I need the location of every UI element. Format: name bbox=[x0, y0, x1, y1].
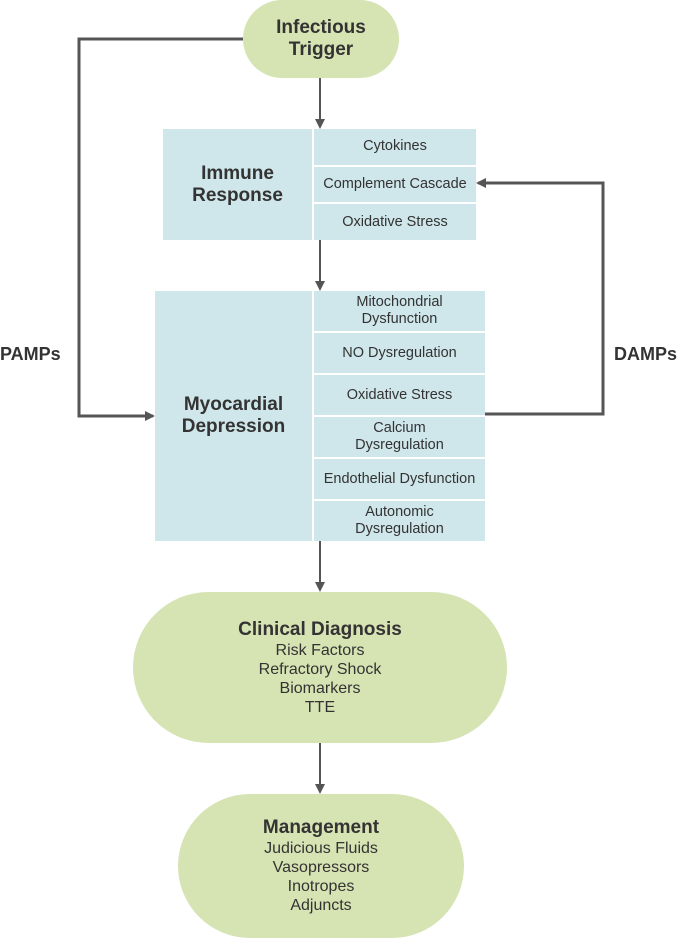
immune-response-box: Immune Response Cytokines Complement Cas… bbox=[163, 129, 476, 240]
immune-item-oxidative: Oxidative Stress bbox=[342, 213, 448, 230]
immune-item-complement: Complement Cascade bbox=[314, 167, 476, 205]
immune-response-title: Immune Response bbox=[192, 162, 283, 206]
pamps-label: PAMPs bbox=[0, 344, 61, 364]
myocardial-depression-list: Mitochondrial Dysfunction NO Dysregulati… bbox=[312, 291, 485, 541]
management-item-adjuncts: Adjuncts bbox=[290, 897, 352, 914]
management-item-inotropes: Inotropes bbox=[287, 878, 355, 895]
myocardial-item-no: NO Dysregulation bbox=[314, 333, 485, 375]
immune-item-cytokines: Cytokines bbox=[314, 129, 476, 167]
arrow-pamps bbox=[77, 37, 243, 421]
arrow-damps bbox=[476, 178, 605, 416]
diagnosis-item-risk-factors: Risk Factors bbox=[275, 641, 365, 659]
management-item-vasopressors: Vasopressors bbox=[272, 859, 370, 876]
diagnosis-item-refractory-shock: Refractory Shock bbox=[258, 660, 382, 678]
infectious-trigger-node: Infectious Trigger bbox=[243, 0, 399, 78]
myocardial-depression-box: Myocardial Depression Mitochondrial Dysf… bbox=[155, 291, 485, 541]
management-node: Management Judicious Fluids Vasopressors… bbox=[178, 794, 464, 938]
myocardial-item-endothelial: Endothelial Dysfunction bbox=[314, 459, 485, 501]
clinical-diagnosis-title: Clinical Diagnosis bbox=[238, 618, 402, 640]
damps-label: DAMPs bbox=[614, 344, 678, 364]
immune-response-list: Cytokines Complement Cascade Oxidative S… bbox=[312, 129, 476, 240]
diagnosis-item-tte: TTE bbox=[304, 698, 336, 716]
diagnosis-item-biomarkers: Biomarkers bbox=[279, 679, 361, 697]
myocardial-item-autonomic: Autonomic Dysregulation bbox=[355, 504, 444, 537]
myocardial-item-calcium: Calcium Dysregulation bbox=[314, 417, 485, 459]
myocardial-depression-title: Myocardial Depression bbox=[181, 394, 286, 437]
infectious-trigger-title: Infectious Trigger bbox=[276, 17, 366, 60]
management-title: Management bbox=[262, 817, 380, 838]
myocardial-item-oxidative: Oxidative Stress bbox=[314, 375, 485, 417]
management-item-fluids: Judicious Fluids bbox=[264, 840, 378, 857]
myocardial-item-mitochondrial: Mitochondrial Dysfunction bbox=[314, 291, 485, 333]
clinical-diagnosis-node: Clinical Diagnosis Risk Factors Refracto… bbox=[133, 592, 507, 743]
